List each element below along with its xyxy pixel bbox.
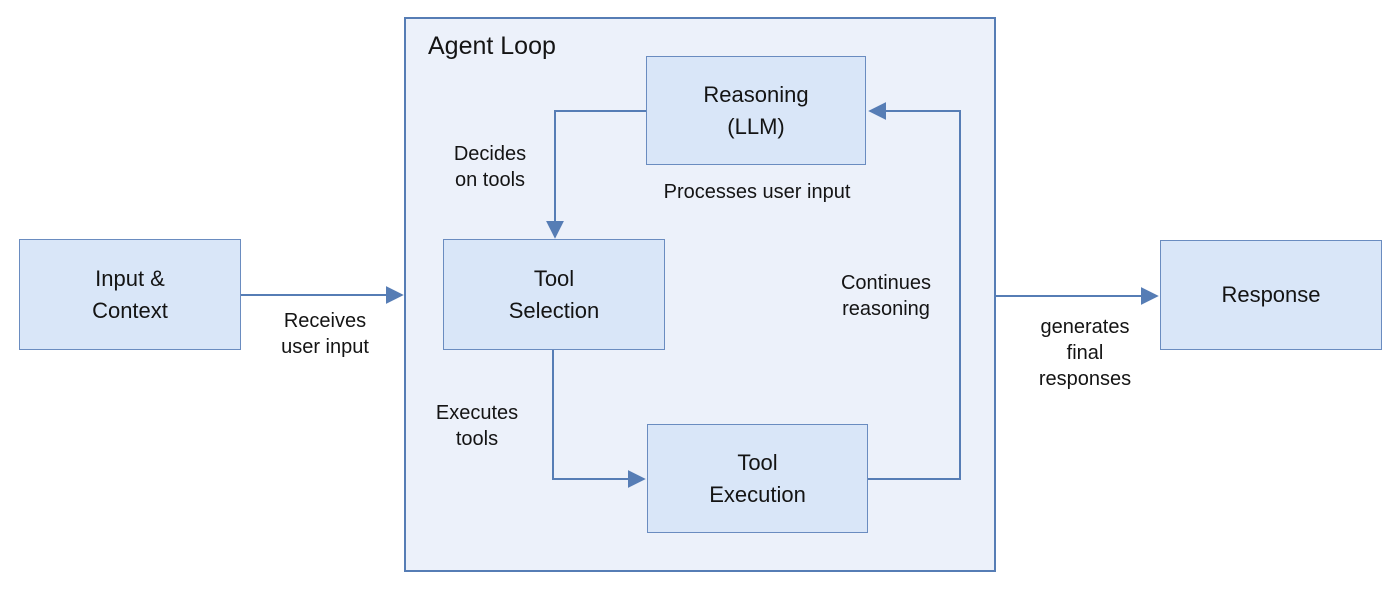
edge-label-processes-user-input: Processes user input [663,181,851,203]
arrow-reasoning-to-tool-selection [546,110,646,239]
agent-loop-title: Agent Loop [428,32,556,60]
edge-label-generates-final-responses: generates final responses [1038,316,1132,390]
edge-label-receives-user-input: Receives user input [281,310,369,358]
arrow-tool-selection-to-tool-execution [552,350,646,488]
arrow-tool-execution-to-reasoning [868,102,961,480]
node-reasoning-llm: Reasoning (LLM) [646,56,866,165]
edge-label-continues-reasoning: Continues reasoning [840,272,932,320]
node-tool-execution: Tool Execution [647,424,868,533]
edge-label-executes-tools: Executes tools [435,402,519,450]
node-tool-selection: Tool Selection [443,239,665,350]
node-response: Response [1160,240,1382,350]
edge-label-decides-on-tools: Decides on tools [453,143,527,191]
node-input-context: Input & Context [19,239,241,350]
